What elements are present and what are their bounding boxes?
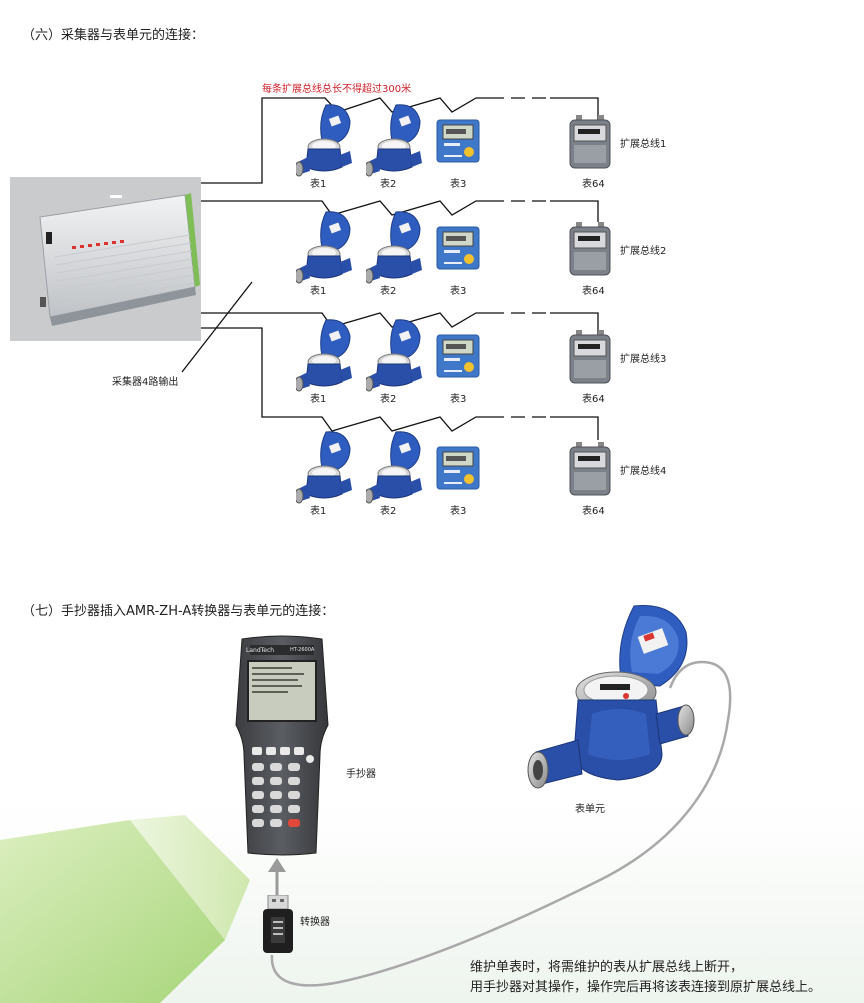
bus-length-note: 每条扩展总线总长不得超过300米	[262, 84, 412, 95]
meter-label: 表1	[310, 394, 327, 405]
meter-label: 表3	[450, 286, 467, 297]
section7-title: （七）手抄器插入AMR-ZH-A转换器与表单元的连接：	[22, 604, 335, 619]
meter-label: 表2	[380, 394, 397, 405]
meter-label: 表3	[450, 179, 467, 190]
maintenance-note-line1: 维护单表时，将需维护的表从扩展总线上断开，	[470, 960, 744, 975]
meter-label: 表2	[380, 179, 397, 190]
bus-label: 扩展总线1	[620, 139, 667, 150]
handheld-reader: LandTech HT-2600A	[232, 635, 332, 857]
meter-label: 表3	[450, 506, 467, 517]
bus-label: 扩展总线4	[620, 466, 667, 477]
meter-label: 表1	[310, 286, 327, 297]
meter-label: 表64	[582, 394, 605, 405]
bus-label: 扩展总线3	[620, 354, 667, 365]
converter-device	[263, 895, 293, 953]
meter-unit-label: 表单元	[575, 804, 605, 815]
maintenance-note-line2: 用手抄器对其操作，操作完后再将该表连接到原扩展总线上。	[470, 980, 822, 995]
meter-label: 表2	[380, 506, 397, 517]
meter-label: 表2	[380, 286, 397, 297]
meter-label: 表1	[310, 506, 327, 517]
meter-label: 表64	[582, 179, 605, 190]
handheld-label: 手抄器	[346, 769, 376, 780]
converter-label: 转换器	[300, 917, 330, 928]
meter-label: 表64	[582, 286, 605, 297]
meter-unit	[522, 604, 702, 804]
handheld-model: HT-2600A	[290, 647, 315, 653]
collector-output-label: 采集器4路输出	[112, 377, 179, 388]
bus-label: 扩展总线2	[620, 246, 667, 257]
meter-label: 表64	[582, 506, 605, 517]
collector-device	[10, 177, 201, 341]
meter-label: 表1	[310, 179, 327, 190]
handheld-brand: LandTech	[246, 647, 275, 654]
section6-title: （六）采集器与表单元的连接：	[22, 28, 205, 43]
meter-label: 表3	[450, 394, 467, 405]
